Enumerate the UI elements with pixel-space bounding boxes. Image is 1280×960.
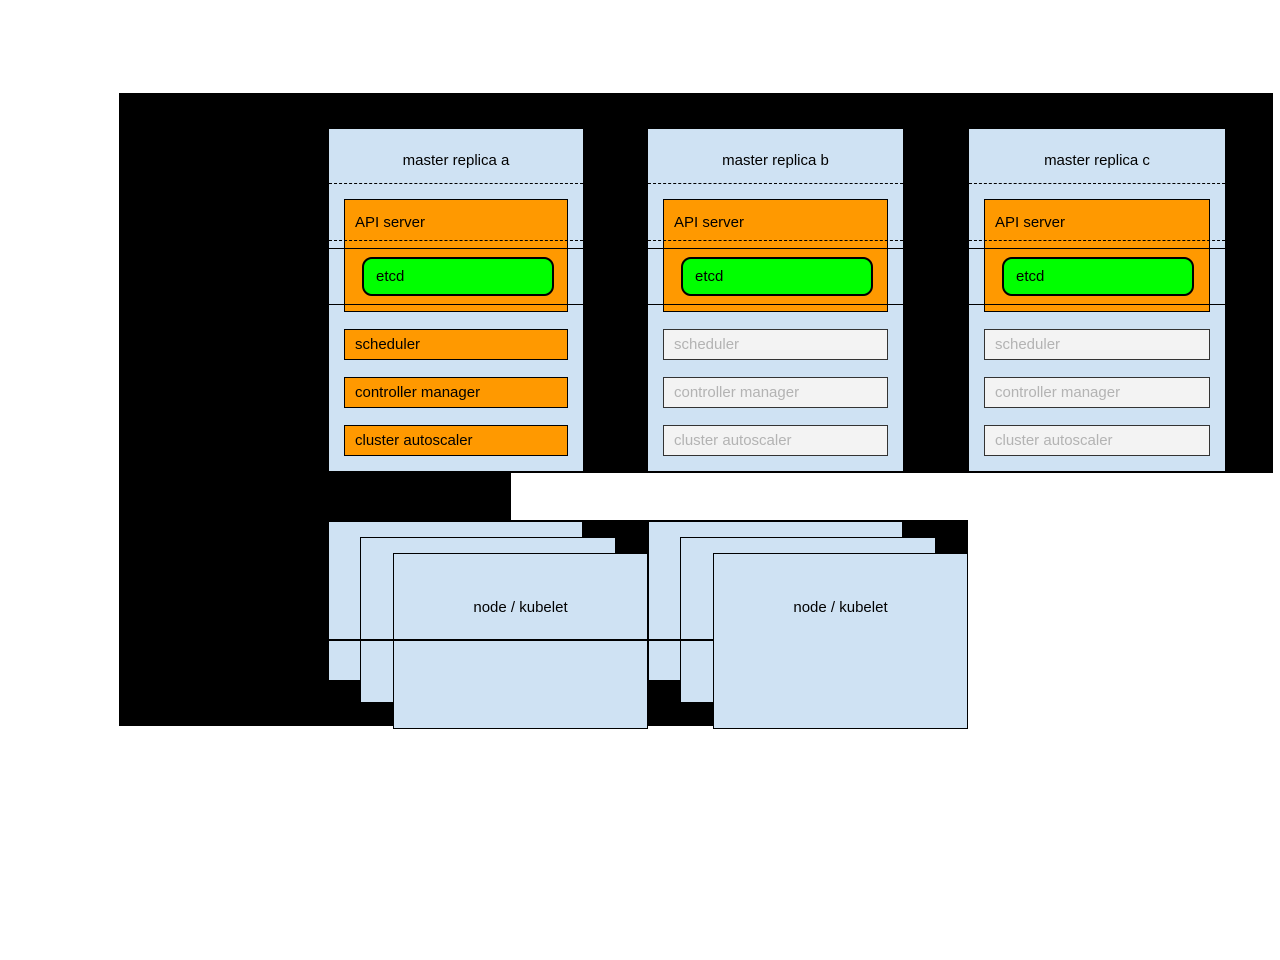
controller-manager-box-c: controller manager — [984, 377, 1210, 408]
node-kubelet-label-left: node / kubelet — [473, 599, 568, 616]
etcd-box-b: etcd — [681, 257, 873, 296]
controller-manager-box-a: controller manager — [344, 377, 568, 408]
zone-dashed-line-top-b — [648, 183, 903, 184]
controller-manager-label-b: controller manager — [674, 384, 800, 401]
etcd-label-a: etcd — [376, 268, 405, 285]
cluster-autoscaler-box-c: cluster autoscaler — [984, 425, 1210, 456]
master-replica-a-title: master replica a — [402, 152, 510, 169]
scheduler-box-b: scheduler — [663, 329, 888, 360]
cluster-autoscaler-box-a: cluster autoscaler — [344, 425, 568, 456]
etcd-label-c: etcd — [1016, 268, 1045, 285]
zone-solid-line-lower-a — [329, 304, 583, 305]
scheduler-label-a: scheduler — [355, 336, 421, 353]
controller-manager-label-c: controller manager — [995, 384, 1121, 401]
cluster-autoscaler-label-b: cluster autoscaler — [674, 432, 792, 449]
cluster-autoscaler-label-c: cluster autoscaler — [995, 432, 1113, 449]
master-replica-c-title: master replica c — [1044, 152, 1150, 169]
master-replica-c-box: master replica c API server etcd schedul… — [969, 129, 1225, 471]
zone-solid-line-upper-c — [969, 248, 1225, 249]
etcd-label-b: etcd — [695, 268, 724, 285]
master-replica-b-title: master replica b — [722, 152, 829, 169]
node-kubelet-label-right: node / kubelet — [793, 599, 888, 616]
scheduler-box-a: scheduler — [344, 329, 568, 360]
zone-solid-line-upper-a — [329, 248, 583, 249]
master-replica-b-box: master replica b API server etcd schedul… — [648, 129, 903, 471]
etcd-box-a: etcd — [362, 257, 554, 296]
api-server-label-b: API server — [674, 214, 745, 231]
scheduler-box-c: scheduler — [984, 329, 1210, 360]
controller-manager-box-b: controller manager — [663, 377, 888, 408]
node-divider-line — [322, 639, 713, 641]
zone-solid-line-lower-c — [969, 304, 1225, 305]
api-server-label-c: API server — [995, 214, 1066, 231]
zone-solid-line-lower-b — [648, 304, 903, 305]
zone-dashed-line-mid-a — [329, 240, 583, 241]
api-server-label-a: API server — [355, 214, 426, 231]
zone-solid-line-upper-b — [648, 248, 903, 249]
node-box-front-right: node / kubelet — [713, 553, 968, 729]
cluster-autoscaler-box-b: cluster autoscaler — [663, 425, 888, 456]
scheduler-label-b: scheduler — [674, 336, 740, 353]
zone-dashed-line-mid-b — [648, 240, 903, 241]
zone-dashed-line-top-a — [329, 183, 583, 184]
controller-manager-label-a: controller manager — [355, 384, 481, 401]
master-replica-a-box: master replica a API server etcd schedul… — [329, 129, 583, 471]
scheduler-label-c: scheduler — [995, 336, 1061, 353]
node-box-front-left: node / kubelet — [393, 553, 648, 729]
cluster-autoscaler-label-a: cluster autoscaler — [355, 432, 473, 449]
zone-dashed-line-mid-c — [969, 240, 1225, 241]
black-background-middle-strip — [119, 473, 511, 520]
etcd-box-c: etcd — [1002, 257, 1194, 296]
zone-dashed-line-top-c — [969, 183, 1225, 184]
